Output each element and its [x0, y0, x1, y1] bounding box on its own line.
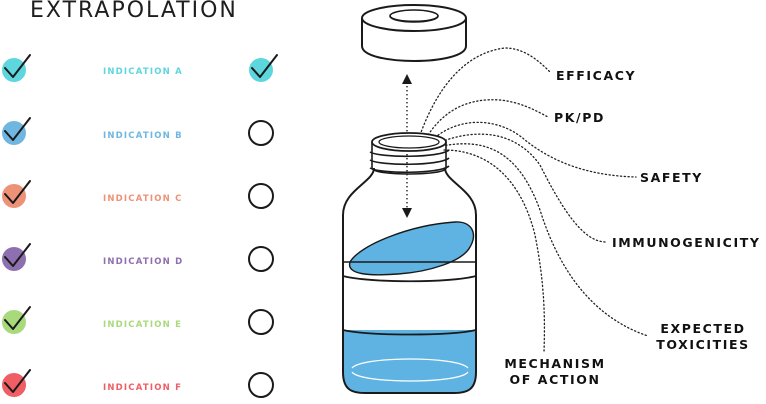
page-title: EXTRAPOLATION [30, 0, 238, 23]
indication-label-f: INDICATION F [103, 383, 183, 393]
factor-moa-line2: OF ACTION [509, 372, 601, 387]
indication-label-e: INDICATION E [103, 320, 183, 330]
left-check-column [2, 54, 31, 397]
right-circle-b [248, 120, 274, 146]
bottle-cap [361, 4, 467, 62]
right-circle-f [248, 372, 274, 398]
dotted-connectors [419, 47, 649, 353]
factor-immunogenicity: IMMUNOGENICITY [612, 235, 761, 250]
connector-moa [443, 149, 546, 353]
connector-toxicities [441, 143, 649, 337]
left-circle-b [2, 121, 26, 145]
liquid-bottom [343, 330, 476, 393]
left-circle-e [2, 310, 26, 334]
connector-efficacy [419, 47, 551, 136]
factor-expected-toxicities: EXPECTED TOXICITIES [654, 321, 752, 353]
right-circle-e [248, 309, 274, 335]
left-circle-d [2, 247, 26, 271]
left-checkmark-icon-a [4, 54, 31, 78]
left-checkmark-icon-f [4, 369, 31, 393]
indication-label-c: INDICATION C [103, 194, 183, 204]
factor-pkpd: PK/PD [554, 110, 605, 125]
right-checkmark-icon-a [251, 54, 278, 78]
indication-label-a: INDICATION A [103, 67, 183, 77]
left-circle-a [2, 58, 26, 82]
left-checkmark-icon-b [4, 117, 31, 141]
liquid-surface [348, 221, 475, 276]
indication-label-b: INDICATION B [103, 131, 183, 141]
bottle [342, 132, 477, 394]
factor-expected-toxicities-line2: TOXICITIES [656, 337, 750, 352]
factor-moa-line1: MECHANISM [504, 356, 606, 371]
right-circle-c [248, 183, 274, 209]
right-circle-a [249, 58, 273, 82]
indication-label-d: INDICATION D [103, 257, 184, 267]
factor-mechanism-of-action: MECHANISM OF ACTION [503, 356, 607, 388]
right-circle-d [248, 246, 274, 272]
left-checkmark-icon-c [4, 180, 31, 204]
factor-expected-toxicities-line1: EXPECTED [660, 321, 746, 336]
right-check-column [248, 54, 278, 398]
left-circle-f [2, 373, 26, 397]
connector-immunogenicity [437, 133, 607, 243]
left-checkmark-icon-d [4, 243, 31, 267]
left-checkmark-icon-e [4, 306, 31, 330]
connector-pkpd [425, 99, 549, 139]
factor-safety: SAFETY [640, 170, 703, 185]
factor-efficacy: EFFICACY [556, 68, 637, 83]
connector-safety [431, 121, 637, 178]
left-circle-c [2, 184, 26, 208]
